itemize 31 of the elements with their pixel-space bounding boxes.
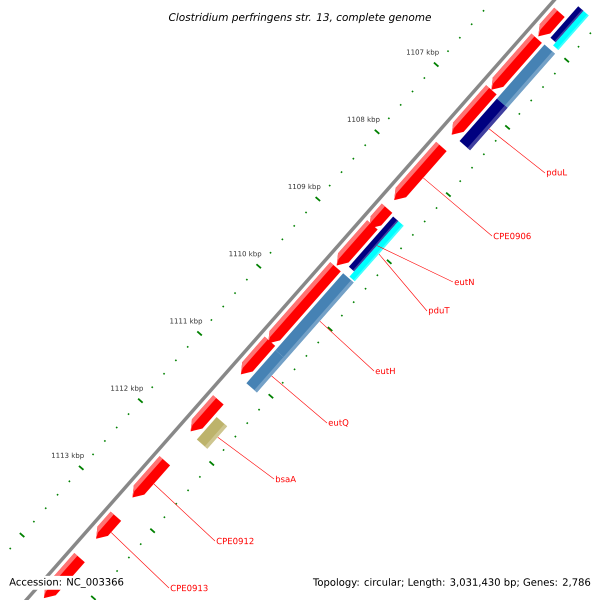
gene-label: eutQ bbox=[328, 419, 348, 427]
leader-line bbox=[217, 436, 274, 480]
gene-feature bbox=[394, 142, 447, 200]
gene-feature bbox=[96, 512, 122, 539]
leader-line bbox=[378, 254, 428, 312]
leader-line bbox=[423, 178, 492, 236]
leader-line bbox=[110, 532, 170, 588]
genome-summary-text: Topology: circular; Length: 3,031,430 bp; Genes: 2,786 bbox=[310, 576, 593, 590]
gene-feature bbox=[491, 34, 542, 90]
gene-block bbox=[196, 417, 228, 449]
gene-label: pduT bbox=[428, 306, 450, 316]
gene-block bbox=[349, 221, 404, 282]
title: Clostridium perfringens str. 13, complete genome bbox=[168, 12, 431, 24]
leader-line bbox=[376, 245, 454, 282]
leader-line bbox=[320, 320, 374, 372]
gene-label: eutH bbox=[376, 368, 395, 374]
gene-label: pduL bbox=[546, 168, 568, 178]
gene-block bbox=[460, 98, 508, 150]
gene-label: CPE0913 bbox=[170, 584, 208, 592]
gene-label: CPE0912 bbox=[216, 538, 254, 544]
gene-label: bsaA bbox=[276, 476, 296, 482]
accession-text: Accession: NC_003366 bbox=[7, 576, 126, 590]
gene-label: CPE0906 bbox=[494, 232, 531, 240]
gene-feature bbox=[132, 456, 170, 498]
gene-block bbox=[246, 350, 286, 392]
leader-line bbox=[154, 484, 216, 542]
leader-line bbox=[271, 376, 328, 424]
gene-block bbox=[275, 273, 354, 360]
gene-block bbox=[553, 10, 589, 50]
gene-label: eutN bbox=[454, 278, 474, 286]
leader-line bbox=[488, 128, 546, 174]
